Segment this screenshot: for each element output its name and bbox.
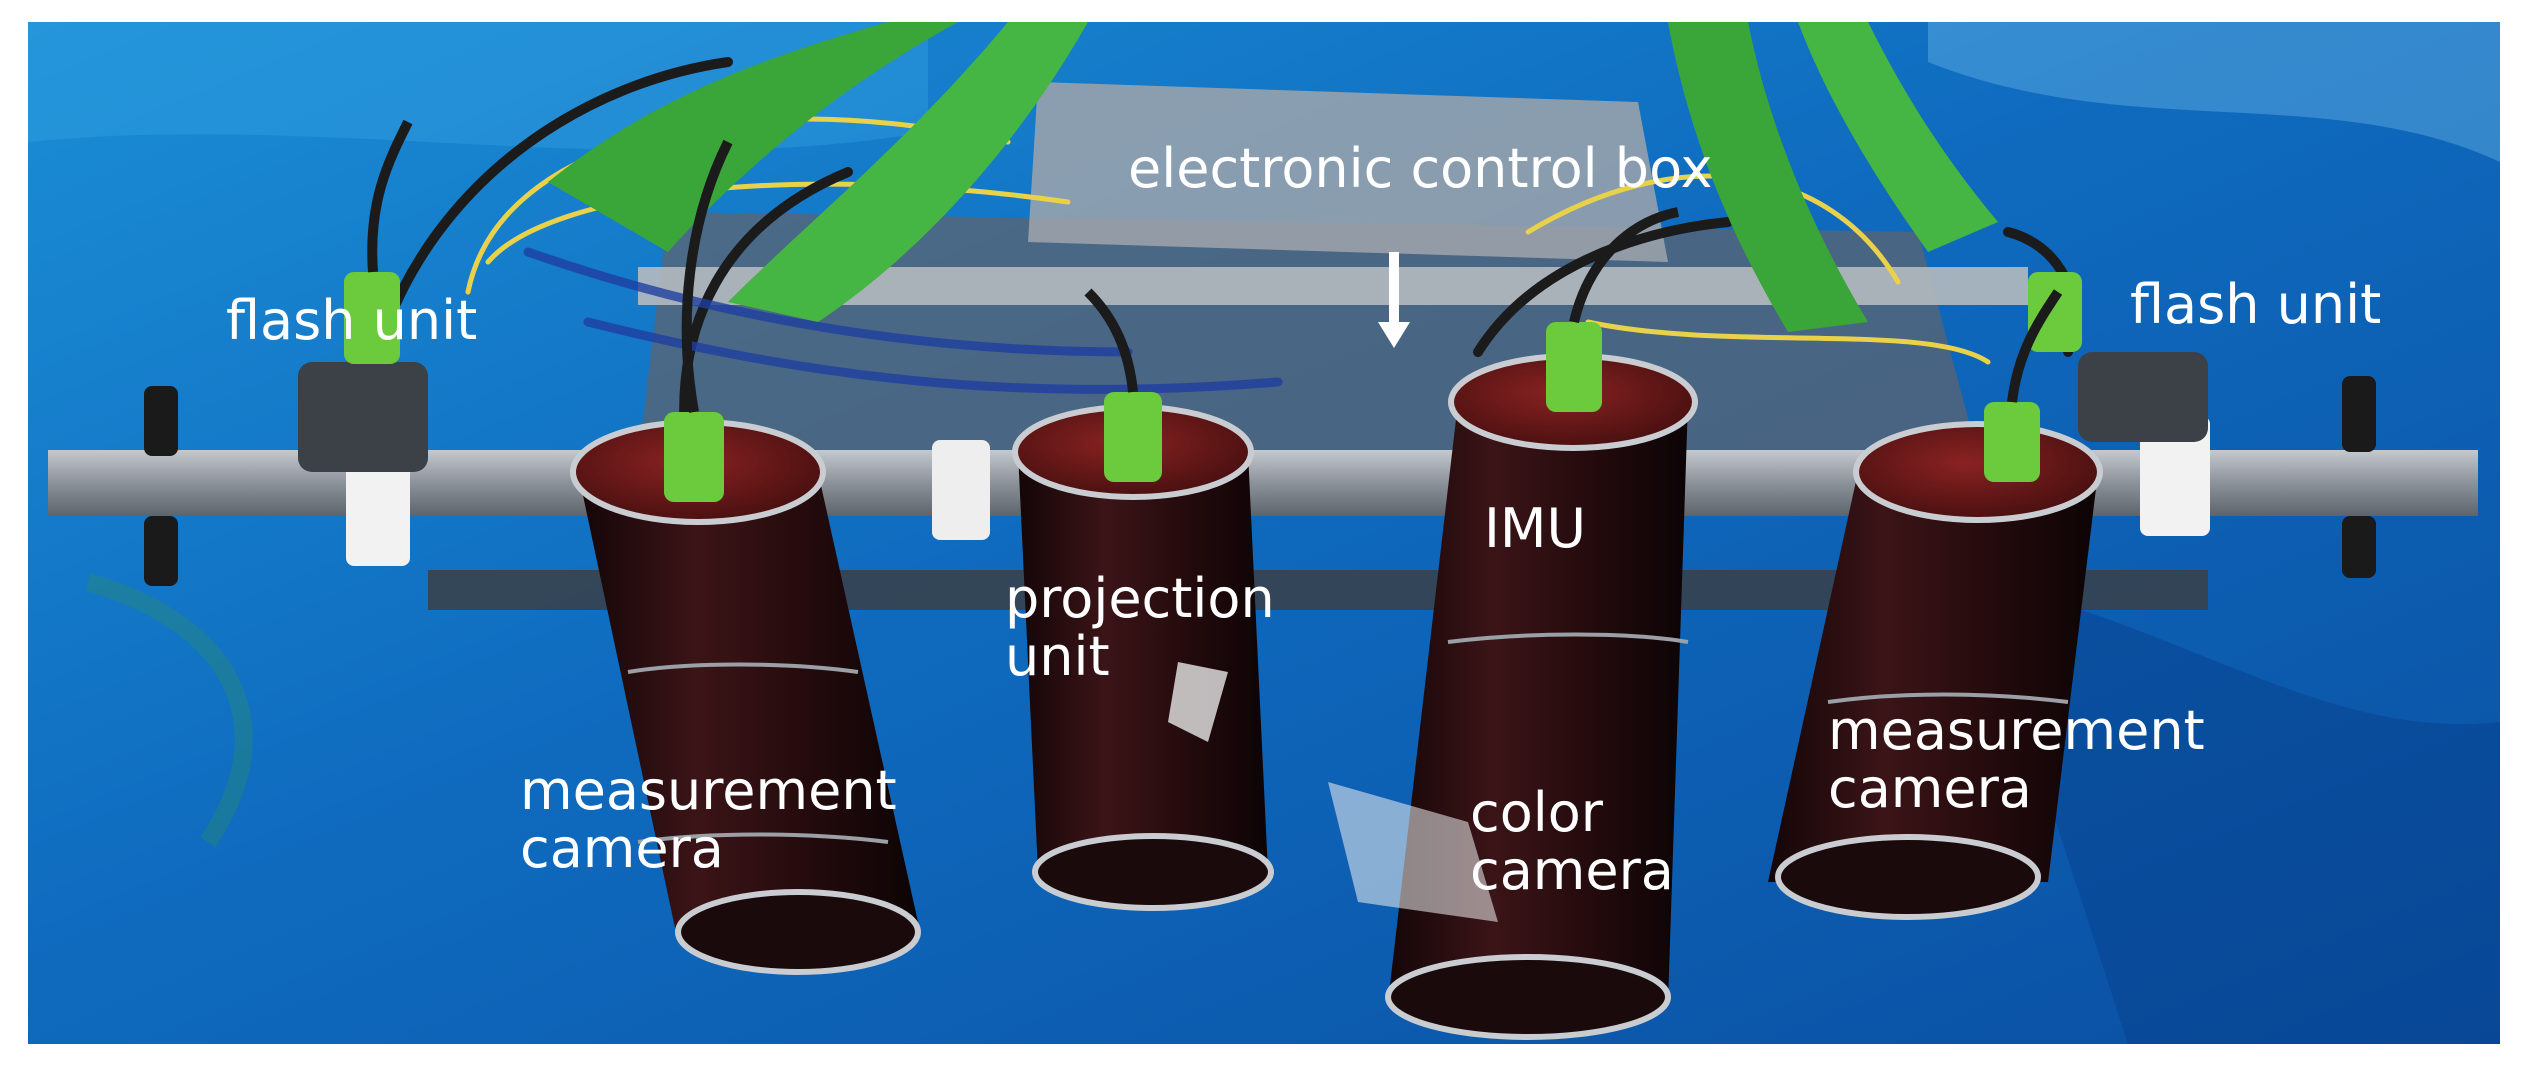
label-projection-unit: projection unit <box>1005 567 1275 688</box>
label-measurement-camera-left: measurement camera <box>520 759 897 880</box>
measurement-camera-left <box>570 139 921 975</box>
label-flash-unit-right: flash unit <box>2130 273 2382 336</box>
control-box-top-plate <box>1028 82 1668 262</box>
label-flash-unit-left: flash unit <box>226 289 478 352</box>
water-reflection <box>1978 582 2500 1044</box>
lifting-strap <box>1798 22 1998 252</box>
rail-clamp <box>2140 416 2210 536</box>
rail-peg <box>2342 516 2376 578</box>
label-color-camera: color camera <box>1470 781 1674 902</box>
water-reflection <box>1928 22 2500 162</box>
rail-clamp <box>932 440 990 540</box>
rail-peg <box>144 516 178 586</box>
rail-peg <box>144 386 178 456</box>
measurement-camera-right <box>1768 289 2103 920</box>
label-measurement-camera-right: measurement camera <box>1828 699 2205 820</box>
underwater-sensor-rig-photo <box>28 22 2500 1044</box>
label-imu: IMU <box>1484 497 1587 560</box>
color-camera-with-imu <box>1328 207 1698 1040</box>
down-arrow <box>1378 252 1410 348</box>
lifting-strap <box>1668 22 1868 332</box>
projection-unit <box>1012 288 1274 911</box>
lifting-strap <box>548 22 958 252</box>
lifting-strap <box>728 22 1088 322</box>
water-reflection <box>85 573 253 847</box>
rail-peg <box>2342 376 2376 452</box>
flash-unit-left <box>298 119 428 472</box>
label-electronic-control-box: electronic control box <box>1128 137 1713 200</box>
flash-unit-right <box>2028 272 2208 442</box>
